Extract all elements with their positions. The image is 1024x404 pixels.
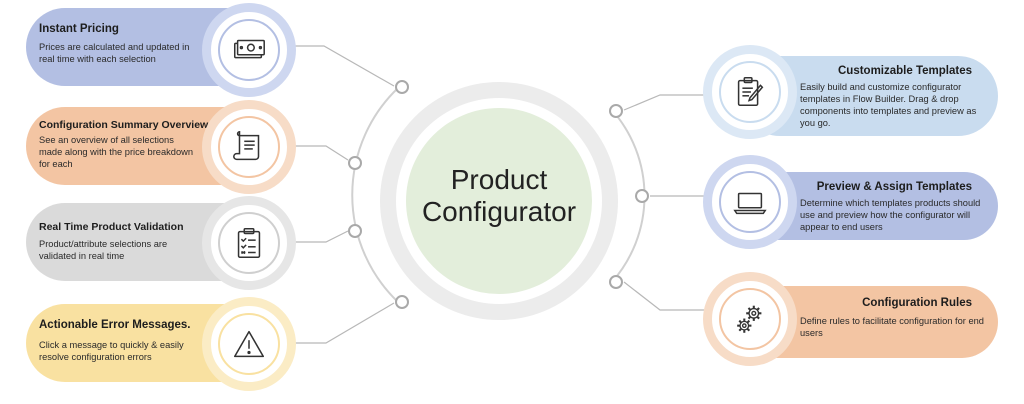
connector-dot	[609, 104, 623, 118]
connector-dot	[395, 295, 409, 309]
ring-configuration-rules	[703, 272, 797, 366]
card-desc: Product/attribute selections are validat…	[39, 239, 168, 261]
ring-preview-assign	[703, 155, 797, 249]
card-title: Configuration Rules	[862, 297, 972, 309]
ring-instant-pricing	[202, 3, 296, 97]
template-edit-icon	[719, 61, 781, 123]
card-desc: Define rules to facilitate configuration…	[800, 316, 984, 338]
connector-dot	[348, 224, 362, 238]
ring-customizable-templates	[703, 45, 797, 139]
money-icon	[218, 19, 280, 81]
center-title-line1: Product	[450, 164, 548, 195]
center-circle	[406, 108, 592, 294]
card-title: Configuration Summary Overview	[39, 119, 209, 131]
connector-dot	[635, 189, 649, 203]
gears-icon	[719, 288, 781, 350]
card-desc: Easily build and customize configurator …	[800, 82, 977, 128]
scroll-icon	[218, 116, 280, 178]
center-title: Product Configurator	[380, 164, 618, 228]
card-title: Customizable Templates	[838, 65, 972, 77]
card-title: Preview & Assign Templates	[816, 181, 972, 193]
connector-dot	[395, 80, 409, 94]
card-desc: Prices are calculated and updated in rea…	[39, 42, 190, 64]
laptop-icon	[719, 171, 781, 233]
card-desc: Click a message to quickly & easily reso…	[39, 340, 184, 362]
ring-actionable-errors	[202, 297, 296, 391]
card-title: Instant Pricing	[39, 23, 119, 35]
connector-dot	[609, 275, 623, 289]
card-desc: Determine which templates products shoul…	[800, 198, 981, 232]
center-title-line2: Configurator	[421, 196, 577, 227]
ring-configuration-summary	[202, 100, 296, 194]
clipboard-checklist-icon	[218, 212, 280, 274]
card-desc: See an overview of all selections made a…	[39, 135, 194, 169]
card-title: Real Time Product Validation	[39, 221, 184, 233]
warning-icon	[218, 313, 280, 375]
ring-real-time-validation	[202, 196, 296, 290]
card-title: Actionable Error Messages.	[39, 319, 191, 331]
connector-dot	[348, 156, 362, 170]
